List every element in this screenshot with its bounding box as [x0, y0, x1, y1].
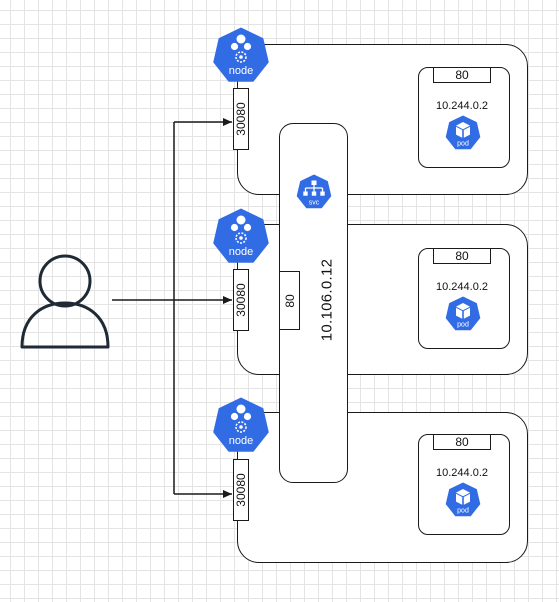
- pod-ip-1: 10.244.0.2: [436, 100, 488, 112]
- node-port-2: 30080: [233, 269, 249, 331]
- node-icon: node: [213, 208, 269, 263]
- service-ip: 10.106.0.12: [312, 240, 342, 360]
- node-port-label: 30080: [234, 473, 248, 507]
- node-icon: node: [213, 27, 269, 82]
- pod-port-2: 80: [433, 248, 491, 264]
- pod-icon-label: pod: [457, 508, 469, 515]
- node-port-3: 30080: [233, 459, 249, 521]
- pod-icon: pod: [445, 115, 481, 150]
- node-icon-label: node: [229, 435, 253, 447]
- svc-icon: svc: [296, 174, 332, 209]
- pod-icon-label: pod: [457, 141, 469, 148]
- node-icon-label: node: [229, 65, 253, 77]
- service-port-label: 80: [282, 293, 297, 308]
- node-port-label: 30080: [234, 283, 248, 317]
- pod-port-3: 80: [433, 434, 491, 450]
- node-port-1: 30080: [233, 88, 249, 150]
- node-port-label: 30080: [234, 102, 248, 136]
- pod-icon: pod: [445, 482, 481, 517]
- node-icon-label: node: [229, 246, 253, 258]
- pod-port-1: 80: [433, 67, 491, 83]
- node-icon: node: [213, 397, 269, 452]
- service-port: 80: [279, 271, 300, 330]
- pod-ip-2: 10.244.0.2: [436, 281, 488, 293]
- pod-icon-label: pod: [457, 322, 469, 329]
- user-icon: [20, 254, 110, 349]
- pod-icon: pod: [445, 296, 481, 331]
- service-ip-label: 10.106.0.12: [318, 258, 336, 342]
- svc-icon-label: svc: [309, 200, 320, 207]
- pod-ip-3: 10.244.0.2: [436, 467, 488, 479]
